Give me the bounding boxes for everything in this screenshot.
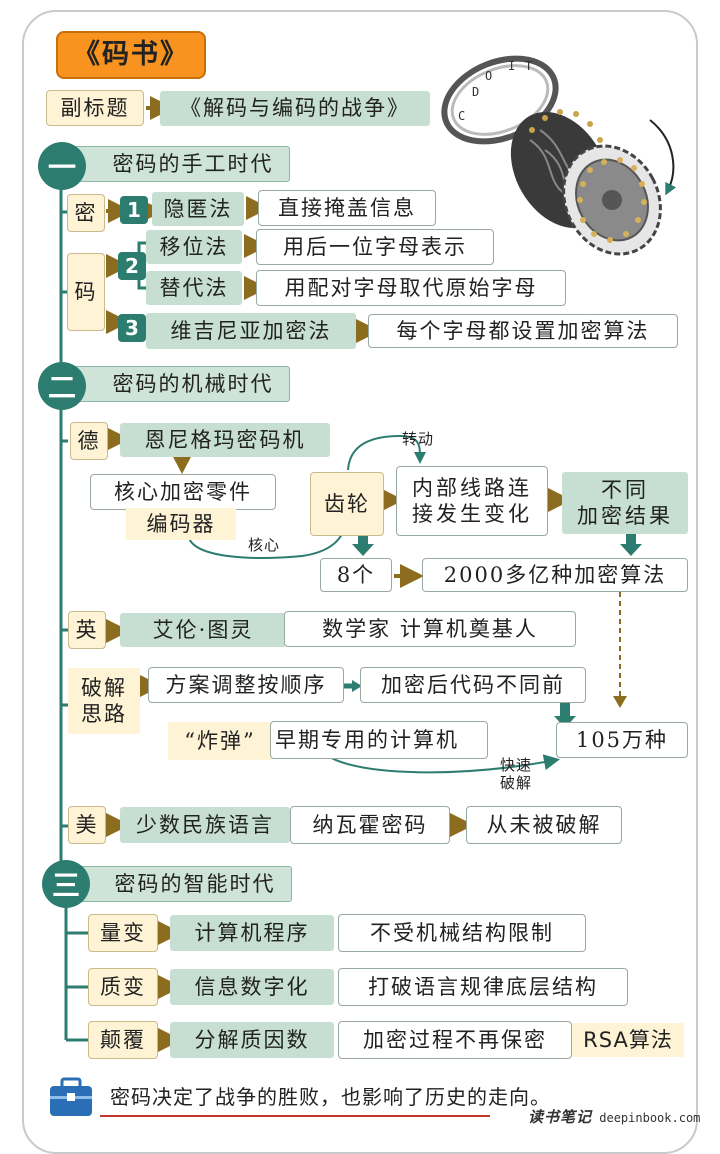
crack-line-1: 破解	[81, 675, 127, 700]
substitution-method: 替代法	[146, 271, 242, 305]
germany-label: 德	[70, 422, 108, 460]
mi-label: 密	[67, 194, 105, 232]
watermark-url: deepinbook.com	[599, 1111, 701, 1125]
substitution-desc: 用配对字母取代原始字母	[256, 270, 566, 306]
digitization-desc: 打破语言规律底层结构	[338, 968, 628, 1006]
vigenere-desc: 每个字母都设置加密算法	[368, 314, 678, 348]
rotate-label: 转动	[402, 430, 435, 448]
minority-language: 少数民族语言	[120, 807, 290, 843]
enigma-machine: 恩尼格玛密码机	[120, 423, 330, 457]
wiring-change: 内部线路连 接发生变化	[396, 466, 548, 536]
result-line-1: 不同	[601, 477, 649, 502]
computer-program-desc: 不受机械结构限制	[338, 914, 586, 952]
number-3: 3	[118, 314, 146, 342]
transposition-desc: 用后一位字母表示	[256, 229, 494, 265]
crack-line-2: 思路	[81, 702, 127, 726]
wiring-line-2: 接发生变化	[412, 502, 532, 526]
section-1-number: 一	[38, 142, 86, 190]
core-label: 核心	[248, 536, 281, 554]
wiring-line-1: 内部线路连	[412, 475, 532, 500]
qualitative-label: 质变	[88, 968, 158, 1006]
fast-label-2: 破解	[500, 774, 533, 792]
britain-label: 英	[68, 611, 106, 649]
watermark-cn: 读书笔记	[528, 1108, 593, 1126]
bomb-name: “炸弹”	[168, 722, 272, 760]
computer-program: 计算机程序	[170, 915, 334, 951]
page-title: 《码书》	[56, 31, 206, 79]
subtitle-label: 副标题	[46, 90, 144, 126]
gear-count: 8个	[320, 558, 392, 592]
step-code-differs: 加密后代码不同前	[360, 667, 586, 703]
conclusion-text: 密码决定了战争的胜败，也影响了历史的走向。	[110, 1084, 551, 1109]
crack-approach: 破解 思路	[68, 668, 140, 734]
prime-factorization-desc: 加密过程不再保密	[338, 1021, 572, 1059]
prime-factorization: 分解质因数	[170, 1022, 334, 1058]
svg-text:D: D	[472, 85, 479, 99]
rsa-algorithm: RSA算法	[572, 1023, 684, 1057]
transposition-method: 移位法	[146, 230, 242, 264]
concealment-desc: 直接掩盖信息	[258, 190, 436, 226]
different-results: 不同 加密结果	[562, 472, 688, 534]
digitization: 信息数字化	[170, 969, 334, 1005]
reduced-count: 105万种	[556, 722, 688, 758]
svg-text:C: C	[458, 109, 465, 123]
algorithm-count: 2000多亿种加密算法	[422, 558, 688, 592]
never-cracked: 从未被破解	[466, 806, 622, 844]
core-parts: 核心加密零件	[90, 474, 276, 510]
section-2-title: 密码的机械时代	[66, 366, 290, 402]
section-3-title: 密码的智能时代	[68, 866, 292, 902]
step-adjust-order: 方案调整按顺序	[148, 667, 344, 703]
navajo-code: 纳瓦霍密码	[290, 806, 450, 844]
svg-text:I: I	[508, 59, 515, 73]
number-1: 1	[120, 196, 148, 224]
vigenere-method: 维吉尼亚加密法	[146, 313, 356, 349]
svg-text:O: O	[485, 69, 492, 83]
section-1-title: 密码的手工时代	[66, 146, 290, 182]
alan-turing: 艾伦·图灵	[120, 613, 286, 647]
watermark: 读书笔记 deepinbook.com	[528, 1106, 700, 1127]
usa-label: 美	[68, 806, 106, 844]
result-line-2: 加密结果	[577, 504, 673, 528]
section-2-number: 二	[38, 362, 86, 410]
ma-label: 码	[67, 253, 105, 331]
gear: 齿轮	[310, 472, 384, 536]
turing-desc: 数学家 计算机奠基人	[284, 611, 576, 647]
number-2: 2	[118, 252, 146, 280]
fast-label-1: 快速	[500, 756, 533, 774]
bomb-desc: 早期专用的计算机	[270, 721, 488, 759]
encoder: 编码器	[126, 508, 236, 540]
toolbox-icon	[50, 1077, 92, 1116]
disruption-label: 颠覆	[88, 1021, 158, 1059]
section-3-number: 三	[42, 860, 90, 908]
svg-text:T: T	[525, 59, 532, 73]
concealment-method: 隐匿法	[152, 192, 244, 226]
subtitle-value: 《解码与编码的战争》	[160, 91, 430, 126]
quantitative-label: 量变	[88, 914, 158, 952]
